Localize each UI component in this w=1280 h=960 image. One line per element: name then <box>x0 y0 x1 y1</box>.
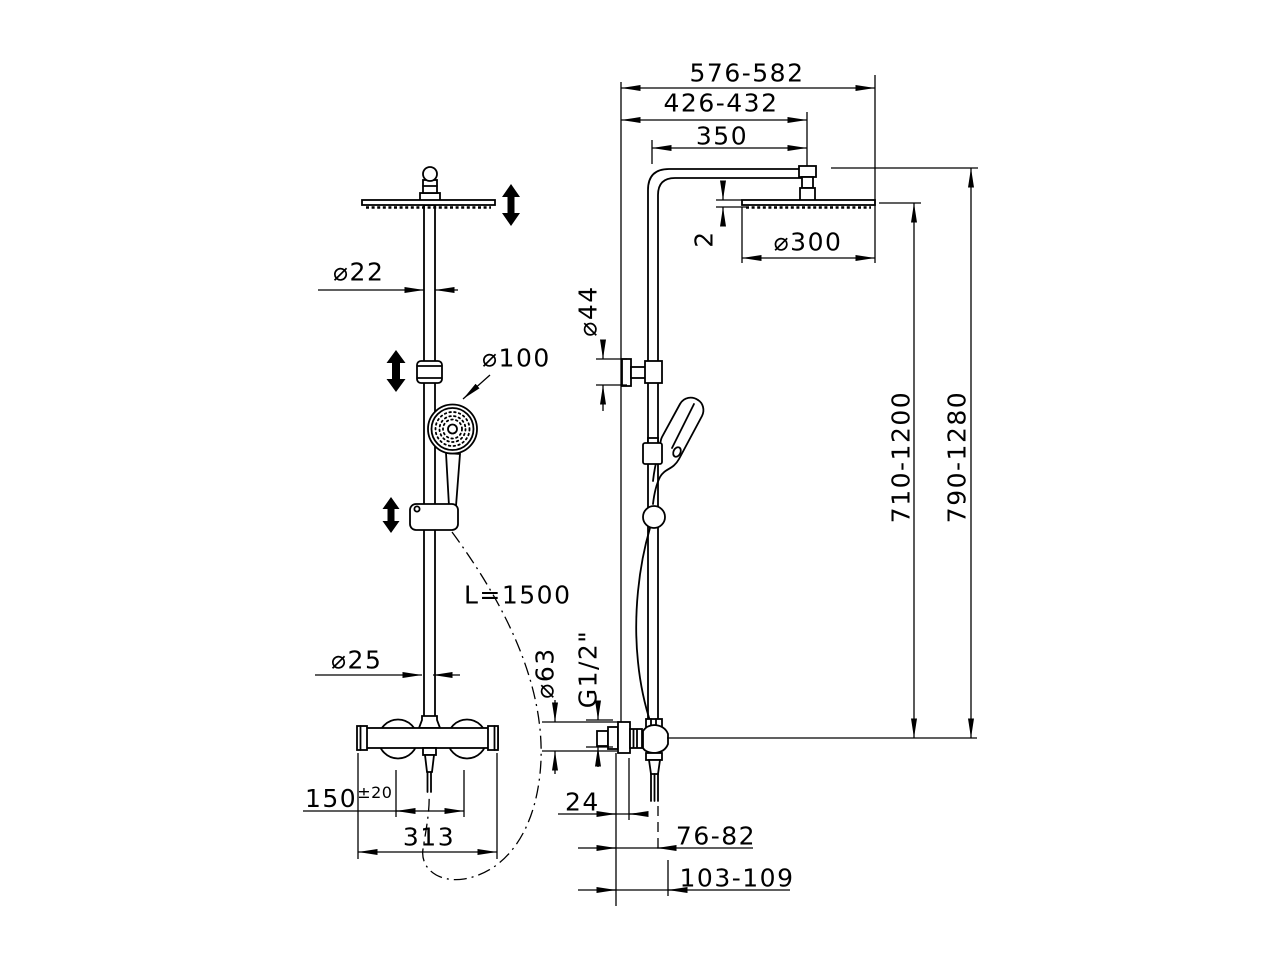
mixer-valve-front <box>356 715 499 793</box>
slider-node-front <box>416 360 443 384</box>
dim-label-head-diameter: ⌀300 <box>773 227 843 257</box>
shower-column-front <box>423 204 436 721</box>
wall-bracket-side <box>621 358 663 387</box>
dim-bracket-diameter <box>596 339 627 411</box>
overhead-shower-front <box>361 199 496 209</box>
dim-label-valve-body-width: 313 <box>402 822 456 852</box>
adjust-arrow-icon <box>386 350 406 392</box>
dim-label-column-diameter-top: ⌀22 <box>333 257 385 287</box>
hose-curve-side <box>635 527 652 725</box>
dim-wall-to-column-axis <box>578 806 753 852</box>
dim-head-diameter <box>741 207 875 263</box>
dim-label-handshower-diameter: ⌀100 <box>482 343 551 373</box>
dim-label-arm-projection: 350 <box>695 121 749 151</box>
knob-centers-value: 150 <box>305 784 358 813</box>
dim-label-width-to-head-center: 426-432 <box>663 88 779 118</box>
leader-handshower-diameter <box>462 374 491 400</box>
hose-ring-side <box>642 505 666 529</box>
front-view <box>303 166 542 881</box>
dim-arm-projection <box>651 140 807 164</box>
knob-centers-tolerance: ±20 <box>357 783 393 802</box>
dim-wall-to-escutcheon <box>558 758 649 820</box>
dim-head-thickness <box>716 180 746 227</box>
handshower-front <box>427 403 478 507</box>
dim-label-hose-length: L=1500 <box>464 580 572 610</box>
adjust-arrow-icon <box>502 184 520 226</box>
dim-label-wall-to-valve-front: 103-109 <box>679 863 795 893</box>
dim-label-escutcheon-diameter: ⌀63 <box>530 647 560 699</box>
dim-label-height-head-range: 710-1200 <box>886 390 916 524</box>
dim-wall-to-valve-front <box>578 860 790 896</box>
overhead-shower-side <box>741 199 876 209</box>
dim-valve-body-width <box>357 753 498 859</box>
top-connector-front <box>419 166 441 203</box>
hose-curve-front <box>422 531 542 881</box>
dim-label-overall-width: 576-582 <box>689 58 805 88</box>
dim-thread-size <box>586 700 613 767</box>
shower-column-side <box>647 168 802 728</box>
handshower-holder-side <box>642 437 663 465</box>
dim-valve-knob-centers <box>303 770 465 817</box>
side-view <box>542 75 978 906</box>
dim-height-head-range <box>879 202 921 738</box>
dim-label-valve-knob-centers: 150±20 <box>305 783 393 813</box>
dim-label-wall-to-escutcheon: 24 <box>565 787 600 817</box>
dim-label-bracket-diameter: ⌀44 <box>573 285 603 337</box>
dim-width-to-head-center <box>621 112 808 166</box>
arm-connector-side <box>798 165 817 202</box>
dim-height-overall-range <box>831 167 978 738</box>
dim-label-height-overall-range: 790-1280 <box>942 390 972 524</box>
dim-label-wall-to-column-axis: 76-82 <box>675 821 757 851</box>
handshower-holder-front <box>409 503 459 531</box>
dim-label-column-diameter-bottom: ⌀25 <box>331 645 383 675</box>
dim-label-head-thickness: 2 <box>689 230 719 248</box>
dim-overall-width <box>621 75 876 263</box>
dim-escutcheon-diameter <box>542 700 619 774</box>
adjust-arrow-icon <box>382 497 400 533</box>
dim-label-thread-size: G1/2" <box>573 629 603 709</box>
valve-side <box>596 718 669 802</box>
